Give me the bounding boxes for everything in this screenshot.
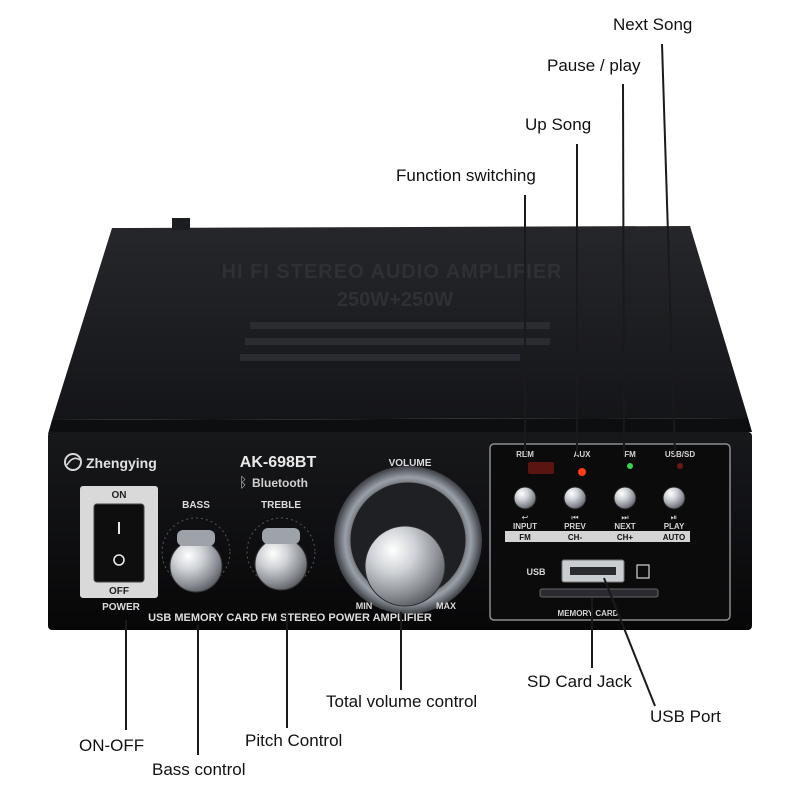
up-song-callout: Up Song [525,115,592,134]
next-button-label: NEXT [614,522,635,531]
indicator-label-usb-sd: USB/SD [665,450,695,459]
treble-knob-collar [262,528,300,544]
top-title-text: HI FI STEREO AUDIO AMPLIFIER [222,261,563,283]
usb-sd-led [677,463,683,469]
prev-icon: ⏮ [571,513,578,522]
fm-led [627,463,633,469]
brand-name: Zhengying [86,455,157,471]
prev-button[interactable] [563,486,587,510]
brand-logo-swoosh [66,457,81,466]
switch-on-label: ON [112,490,127,501]
spec-line [240,354,520,361]
pause-play-pointer [622,83,625,456]
sd-card-slot[interactable] [539,588,659,598]
play-button-label: PLAY [664,522,685,531]
input-icon: ↩ [522,513,529,522]
ir-receiver-window [528,462,554,474]
next-icon: ⏭ [621,513,628,522]
aux-led [578,468,586,476]
power-switch[interactable] [93,503,145,583]
spec-line [250,322,550,329]
next-song-callout: Next Song [613,15,693,34]
pause-play-callout: Pause / play [547,56,641,75]
secondary-label-strip [505,531,690,542]
next-song-pointer [661,43,676,456]
treble-dial-ring [246,517,316,587]
indicator-label-fm: FM [624,450,636,459]
treble-label: TREBLE [261,500,301,511]
play-button[interactable] [662,486,686,510]
sd-card-jack-callout: SD Card Jack [527,672,632,691]
sd-card-icon [636,564,650,579]
switch-off-mark [113,554,125,566]
volume-max-label: MAX [436,601,456,611]
input-button-label: INPUT [513,522,537,531]
bluetooth-label: Bluetooth [252,476,308,490]
spec-line [245,338,550,345]
bass-label: BASS [182,500,210,511]
play-pause-icon: ⏯ [671,513,677,522]
switch-off-label: OFF [109,586,129,597]
bottom-strip-text: USB MEMORY CARD FM STEREO POWER AMPLIFIE… [148,612,432,624]
top-wattage-text: 250W+250W [337,289,453,311]
memory-card-label: MEMORY CARD [558,609,619,618]
volume-label: VOLUME [389,458,432,469]
treble-knob[interactable] [254,537,308,591]
prev-button-label: PREV [564,522,586,531]
next-button[interactable] [613,486,637,510]
pitch-control-callout: Pitch Control [245,731,343,750]
usb-label: USB [526,567,546,577]
bass-knob[interactable] [169,539,223,593]
function-switching-callout: Function switching [396,166,536,185]
bass-knob-collar [177,530,215,546]
model-number: AK-698BT [240,454,317,471]
prev-button-sublabel: CH- [568,533,583,542]
top-cover-edge [48,418,752,434]
brand-logo-icon [64,453,82,471]
bass-dial-ring [161,517,231,587]
power-label: POWER [102,602,141,613]
volume-knob[interactable] [364,525,446,607]
volume-min-label: MIN [356,601,373,611]
input-button[interactable] [513,486,537,510]
rear-tab [172,218,190,230]
bass-control-callout: Bass control [152,760,246,779]
input-button-sublabel: FM [519,533,531,542]
on-off-callout: ON-OFF [79,736,145,755]
usb-port-tongue [570,567,616,575]
bluetooth-icon: ᛒ [239,474,247,490]
total-volume-callout: Total volume control [326,692,478,711]
next-button-sublabel: CH+ [617,533,634,542]
usb-port-pointer [603,577,656,707]
indicator-label-aux: AUX [574,450,592,459]
play-button-sublabel: AUTO [663,533,686,542]
usb-port-callout: USB Port [650,707,721,726]
